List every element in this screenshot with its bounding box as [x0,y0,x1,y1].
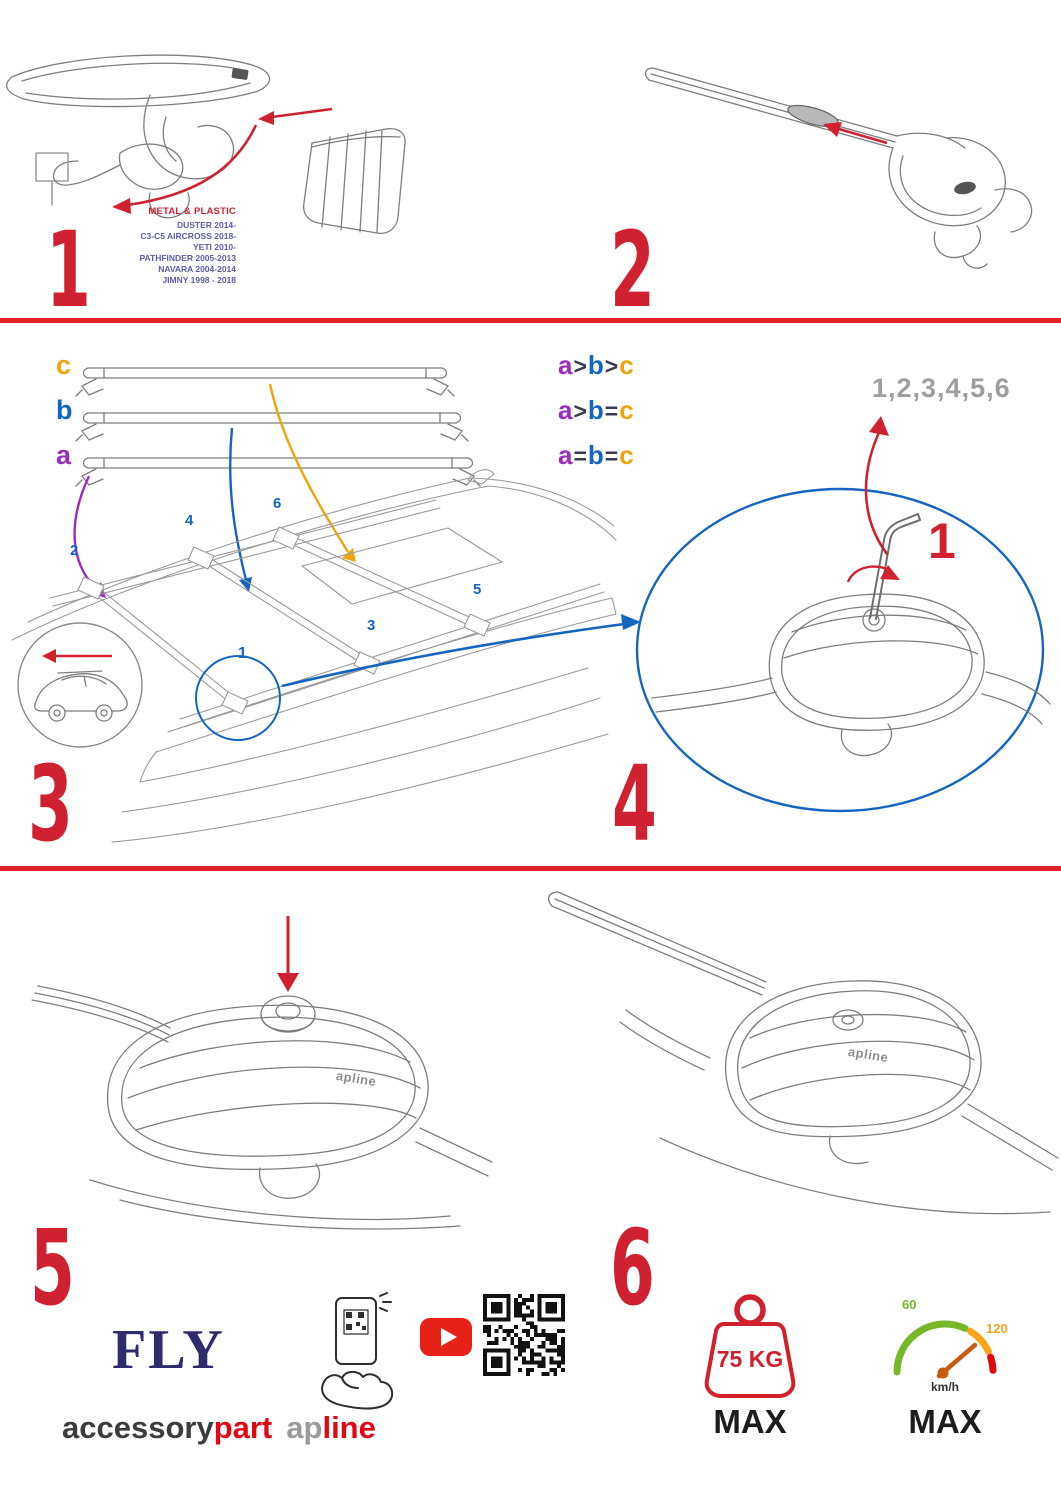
max-speed-icon [893,1320,997,1379]
scan-phone-icon [321,1292,394,1410]
step3-roof-layout-diagram [11,367,641,843]
position-number-1: 1 [238,645,247,662]
step-number-5: 5 [30,1207,75,1329]
legend-operator: = [573,443,587,469]
product-name: FLY [112,1319,225,1381]
legend-operator: > [573,398,587,424]
model-item: JIMNY 1998 - 2018 [162,275,236,285]
tightening-sequence: 1,2,3,4,5,6 [872,373,1011,403]
youtube-icon [420,1318,472,1356]
legend-letter: c [619,350,634,380]
max-speed-label: MAX [908,1403,982,1440]
position-number-5: 5 [473,581,482,598]
step2-arrow [823,122,888,145]
max-load-icon [704,1294,796,1398]
detail-circle [635,487,1045,813]
speed-unit-label: km/h [930,1380,959,1394]
legend-operator: = [604,443,619,469]
legend-operator: > [604,353,619,379]
legend-letter: a [558,350,573,380]
position-number-2: 2 [70,542,79,559]
legend-letter: a [558,440,573,470]
max-load-label: MAX [713,1403,787,1440]
crossbar-c [75,367,455,397]
press-down-arrow [277,916,299,992]
car-roof-drawing [11,469,617,843]
brand-word-ap: ap [286,1410,323,1445]
crossbar-b [75,412,469,442]
bar-logo-mark [231,68,249,80]
section-divider [0,318,1061,323]
step1-compatibility-callout: METAL & PLASTIC DUSTER 2014- C3-C5 AIRCR… [88,206,236,286]
brand-word-part: part [213,1410,273,1445]
car-direction-inset [17,622,143,748]
position-number-3: 3 [367,617,376,634]
step-number-3: 3 [28,743,73,865]
foot-logo-mark [954,181,976,195]
legend-letter: c [619,440,634,470]
legend-letter: c [619,395,634,425]
step-number-1: 1 [46,209,91,331]
legend-operator: > [573,353,587,379]
foot-detail-drawing [651,513,1051,757]
bar-position-leaders [73,383,356,598]
crossbar-a [75,457,481,487]
bar-label-a: a [56,440,72,470]
step2-bar-insert-diagram [644,67,1033,269]
step4-tightening-detail [635,487,1051,813]
rotation-arrow [846,565,900,583]
model-item: NAVARA 2004-2014 [158,264,236,274]
position-number-4: 4 [185,512,194,529]
legend-letter: b [587,395,604,425]
step1-clamp-diagram [6,54,406,234]
legend-letter: b [587,350,604,380]
speed-high-label: 120 [986,1321,1008,1336]
position-number-6: 6 [273,495,282,512]
bar-label-b: b [56,395,73,425]
model-item: PATHFINDER 2005-2013 [139,253,236,263]
legend-operator: = [604,398,619,424]
foot1-highlight-circle [195,655,281,741]
material-label: METAL & PLASTIC [148,206,236,217]
brand-word-accessory: accessory [62,1410,214,1445]
qr-code [483,1294,565,1376]
model-item: DUSTER 2014- [176,220,236,230]
length-legend-row-3: a=b=c [558,442,634,468]
sequence-start-number: 1 [928,513,956,569]
legend-letter: a [558,395,573,425]
length-legend-row-2: a>b=c [558,397,634,423]
model-item: C3-C5 AIRCROSS 2018- [140,231,236,241]
brand-word-line: line [322,1410,376,1445]
speed-low-label: 60 [902,1297,917,1312]
step-number-2: 2 [610,209,655,331]
bar-label-c: c [56,350,72,380]
step6-installed-diagram [547,891,1059,1215]
sequence-arrow [864,416,889,556]
model-item: YETI 2010- [193,242,236,252]
length-legend-row-1: a>b>c [558,352,634,378]
step1-arrows [112,107,333,214]
max-load-value: 75 KG [716,1346,784,1372]
detail-pointer-arrow [281,614,641,688]
step-number-4: 4 [612,743,657,865]
step5-cap-diagram [31,916,493,1230]
legend-letter: b [587,440,604,470]
step-number-6: 6 [610,1207,655,1329]
section-divider [0,866,1061,871]
